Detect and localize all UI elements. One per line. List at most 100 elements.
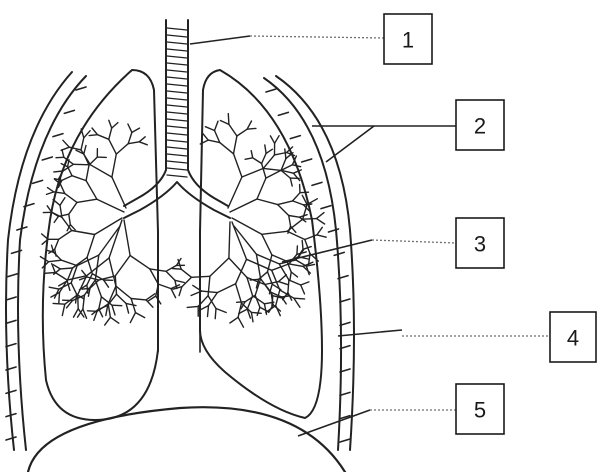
bronchiole — [62, 304, 65, 315]
rib-segment — [42, 157, 52, 160]
bronchiole — [251, 151, 253, 158]
bronchiole — [215, 131, 220, 143]
rib-segment — [334, 252, 344, 255]
bronchiole — [126, 304, 136, 306]
trachea-ring — [167, 49, 187, 51]
bronchiole — [158, 284, 171, 289]
bronchiole — [228, 177, 242, 208]
bronchiole — [181, 269, 191, 277]
bronchiole — [62, 176, 72, 181]
bronchiole — [228, 114, 229, 125]
bronchiole — [109, 120, 112, 128]
leader-line-4 — [338, 330, 552, 336]
trachea-ring — [167, 98, 187, 100]
bronchiole — [124, 220, 130, 256]
bronchiole — [108, 304, 110, 317]
bronchiole — [257, 199, 278, 205]
trachea-ring — [167, 77, 187, 79]
label-box-3: 3 — [456, 218, 504, 268]
rib-segment — [312, 182, 322, 185]
bronchiole — [273, 305, 280, 311]
bronchiole — [208, 140, 220, 143]
bronchiole — [290, 178, 292, 186]
bronchiole — [245, 158, 253, 160]
rib-segment — [33, 180, 43, 183]
bronchiole — [232, 222, 247, 259]
trachea-ring — [167, 70, 187, 72]
bronchiole — [78, 295, 79, 309]
bronchiole — [148, 296, 156, 301]
bronchiole — [272, 255, 287, 262]
rib-segment — [340, 299, 350, 302]
bronchiole — [59, 292, 60, 303]
bronchiole — [99, 309, 103, 317]
bronchiole — [247, 121, 251, 129]
trachea-ring — [167, 42, 187, 44]
leader-line-1 — [190, 36, 384, 44]
bronchiole — [77, 199, 97, 202]
bronchiole — [236, 284, 242, 303]
bronchiole — [90, 165, 112, 177]
bronchiole — [265, 145, 266, 153]
trachea-ring — [167, 140, 187, 142]
bronchiole — [89, 157, 97, 165]
bronchiole — [256, 254, 279, 264]
bronchiole — [247, 296, 252, 309]
bronchiole — [260, 307, 268, 312]
bronchiole — [270, 136, 274, 143]
bronchiole — [115, 276, 116, 294]
leader-line-5 — [298, 410, 456, 436]
bronchiole — [291, 272, 297, 277]
bronchiole — [112, 305, 122, 306]
bronchiole — [279, 275, 287, 282]
rib-segment — [6, 297, 16, 300]
trachea-ring — [167, 105, 187, 107]
rib-segment — [8, 274, 18, 277]
bronchiole — [109, 258, 116, 286]
bronchiole — [175, 280, 184, 282]
bronchiole — [303, 219, 317, 220]
rib-segment — [76, 87, 86, 90]
bronchiole — [263, 168, 281, 170]
rib-segment — [6, 437, 16, 440]
bronchiole — [69, 214, 71, 224]
bronchiole — [52, 212, 62, 217]
bronchiole — [289, 216, 300, 218]
bronchiole — [216, 309, 226, 313]
bronchiole — [234, 154, 242, 177]
bronchiole — [139, 142, 147, 145]
bronchiole — [292, 165, 300, 167]
bronchiole — [247, 128, 256, 129]
bronchiole — [257, 178, 266, 199]
bronchiole — [262, 234, 272, 255]
bronchiole — [187, 306, 198, 307]
label-box-2: 2 — [456, 100, 504, 150]
bronchiole — [130, 313, 135, 323]
bronchiole — [294, 298, 300, 307]
trachea-ring — [167, 84, 187, 86]
bronchiole — [104, 280, 109, 287]
bronchiole — [139, 137, 145, 142]
bronchiole — [99, 297, 102, 309]
bronchiole — [109, 128, 112, 139]
bronchiole — [229, 124, 237, 136]
bronchiole — [253, 158, 262, 164]
bronchiole — [83, 295, 85, 309]
label-5-text: 5 — [474, 398, 486, 423]
rib-segment — [278, 112, 288, 115]
bronchiole — [290, 272, 291, 280]
bronchiole — [132, 128, 140, 132]
bronchiole — [47, 192, 54, 195]
trachea-ring — [167, 147, 187, 149]
bronchiole — [131, 299, 146, 300]
bronchiole — [294, 298, 305, 299]
bronchiole — [130, 256, 150, 269]
bronchiole — [73, 257, 88, 268]
bronchiole — [128, 132, 132, 143]
rib-segment — [302, 159, 312, 162]
bronchiole — [238, 317, 243, 327]
rib-segment — [53, 134, 63, 137]
bronchiole — [89, 135, 97, 136]
bronchiole — [317, 219, 325, 224]
